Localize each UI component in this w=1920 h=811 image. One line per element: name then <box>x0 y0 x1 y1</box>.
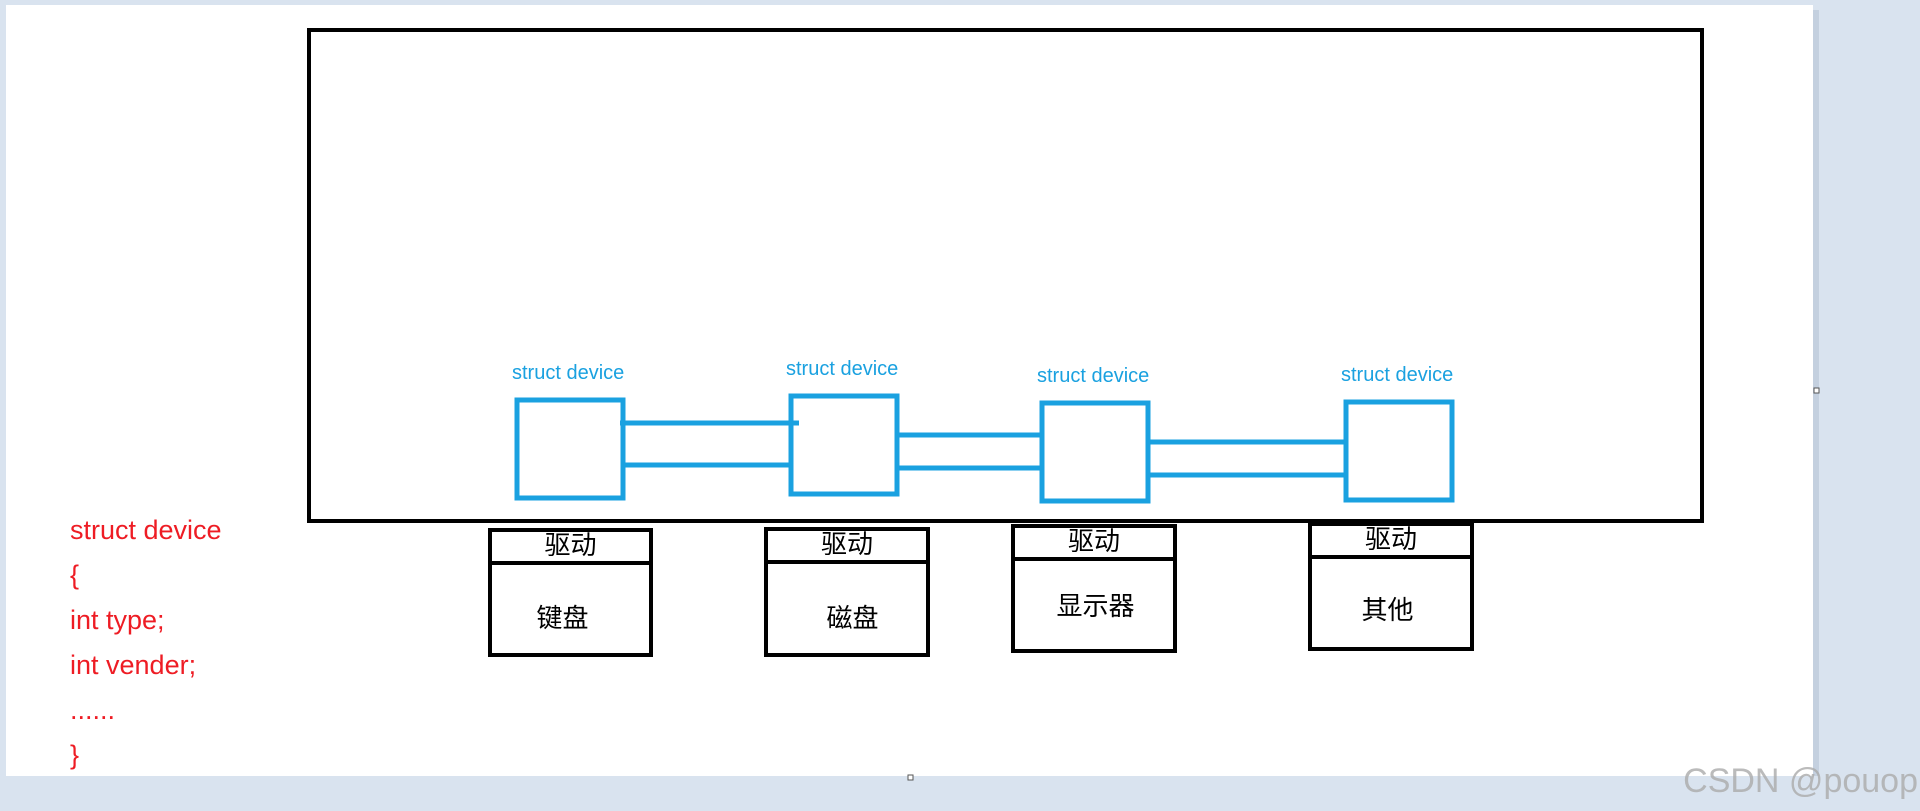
device-box <box>1039 400 1151 504</box>
code-line: ...... <box>70 695 116 725</box>
driver-body-box <box>764 560 930 657</box>
driver-label: 驱动 <box>1067 527 1120 557</box>
device-name-label: 键盘 <box>536 604 589 634</box>
code-line: int vender; <box>70 650 197 680</box>
device-name-label: 磁盘 <box>826 604 879 634</box>
driver-body-box <box>1308 555 1474 651</box>
driver-label: 驱动 <box>1364 525 1417 555</box>
outer-frame <box>307 28 1704 523</box>
device-box <box>1343 399 1455 503</box>
struct-device-label: struct device <box>512 362 625 384</box>
handle-mark <box>907 774 914 781</box>
device-box <box>514 397 626 501</box>
struct-device-label: struct device <box>1037 365 1150 387</box>
driver-body-box <box>1011 557 1177 653</box>
code-line: struct device <box>70 515 222 545</box>
device-box <box>788 393 900 497</box>
driver-label: 驱动 <box>544 531 597 561</box>
code-line: { <box>70 560 80 590</box>
code-block: struct device { int type; int vender; ..… <box>70 508 222 778</box>
struct-device-label: struct device <box>786 358 899 380</box>
driver-boxes <box>488 522 1474 657</box>
driver-label: 驱动 <box>820 530 873 560</box>
device-name-label: 显示器 <box>1056 592 1135 622</box>
link-lines <box>620 420 1348 478</box>
device-boxes <box>514 393 1455 504</box>
handle-mark <box>1813 387 1820 394</box>
struct-device-label: struct device <box>1341 364 1454 386</box>
device-name-label: 其他 <box>1361 596 1414 626</box>
watermark: CSDN @pouop <box>1683 762 1918 800</box>
driver-body-box <box>488 561 653 657</box>
code-line: } <box>70 740 80 770</box>
code-line: int type; <box>70 605 165 635</box>
